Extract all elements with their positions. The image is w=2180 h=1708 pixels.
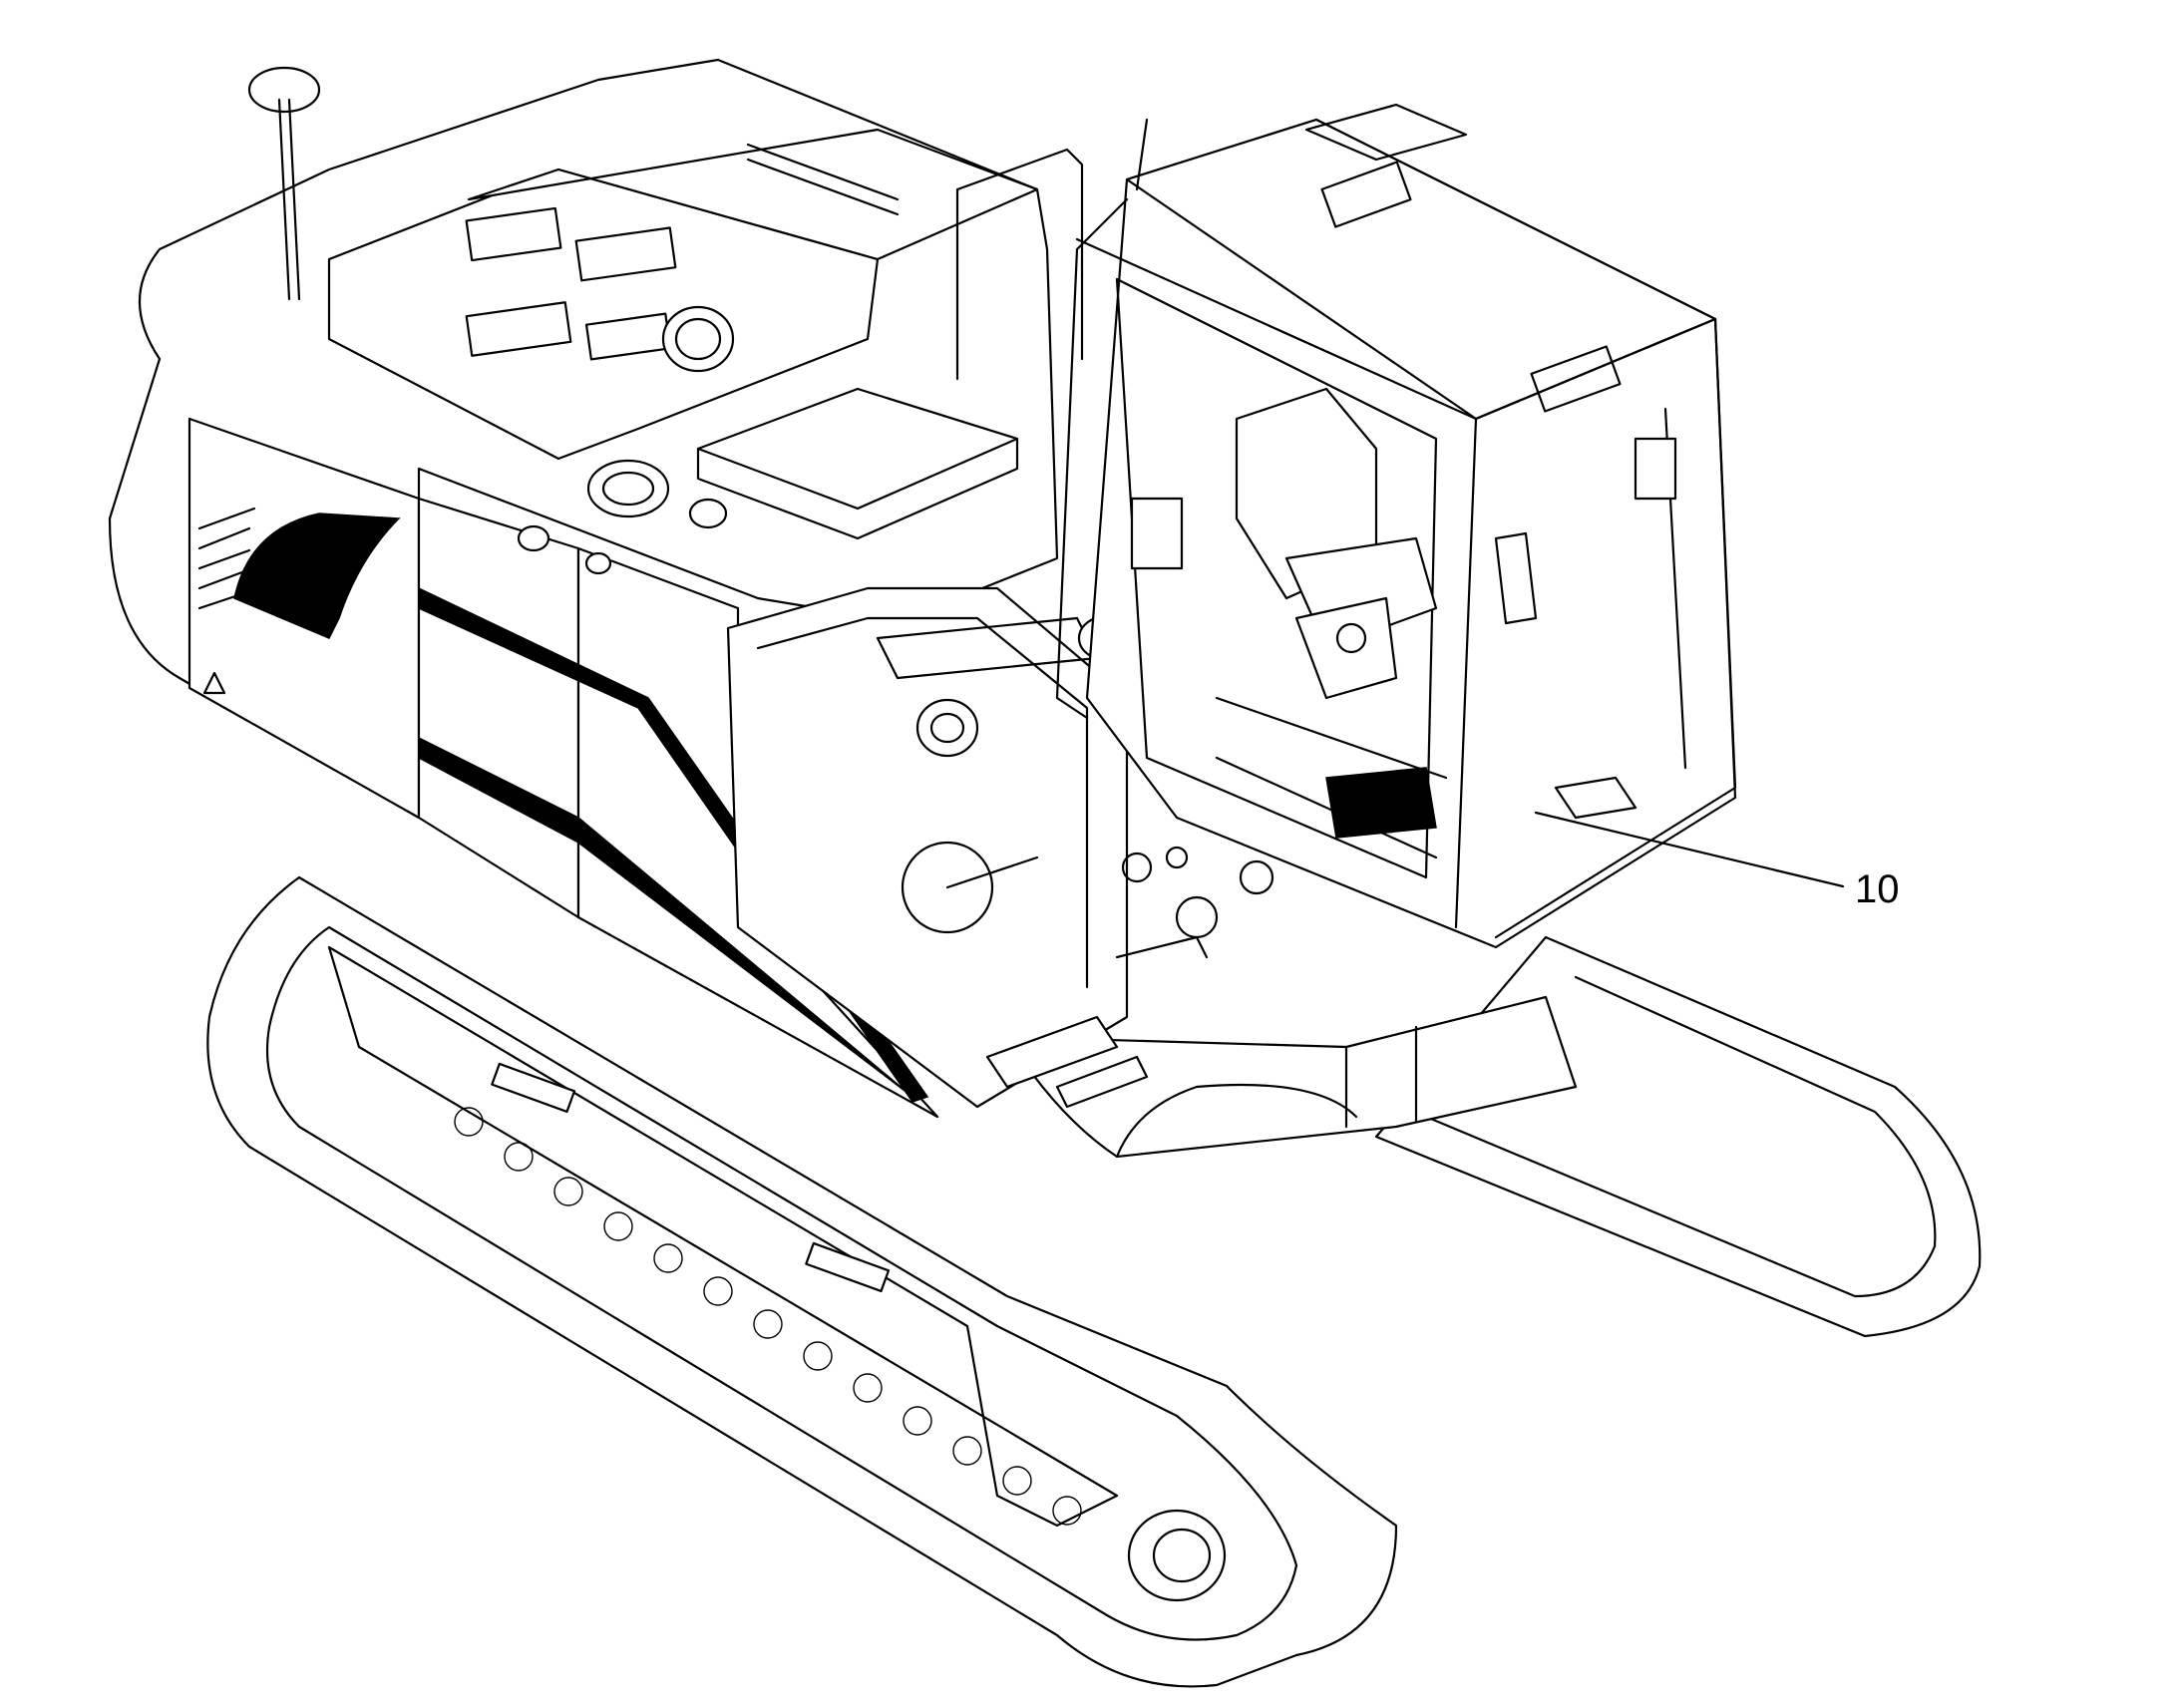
left-track xyxy=(206,875,1398,1688)
right-track xyxy=(1374,935,1982,1338)
boom-mount xyxy=(726,586,1274,1109)
operator-cab xyxy=(1055,103,1737,949)
callout-label-10: 10 xyxy=(1855,867,1900,911)
upper-structure xyxy=(108,58,1084,1119)
callout-leader-10 xyxy=(1534,811,1845,888)
